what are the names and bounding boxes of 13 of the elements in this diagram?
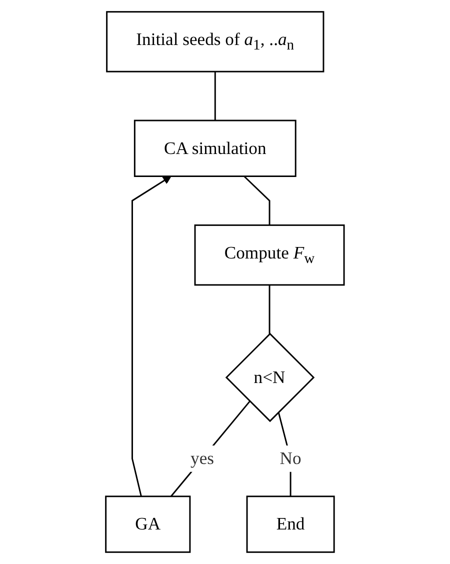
edge-label: No — [280, 448, 302, 468]
node-box: Initial seeds of a$_{1}$, ..a$_{n}$ — [106, 11, 324, 72]
edge-label: yes — [190, 448, 214, 468]
node-box: CA simulation — [134, 120, 296, 177]
arrow — [132, 176, 172, 497]
node-box: GA — [105, 496, 191, 553]
node-box: End — [246, 496, 335, 553]
connector — [214, 72, 216, 121]
connector — [268, 284, 270, 334]
node-diamond: n<N — [225, 332, 315, 422]
connector — [170, 400, 250, 497]
node-box: Compute F$_{w}$ — [194, 224, 345, 286]
connector — [244, 176, 270, 226]
